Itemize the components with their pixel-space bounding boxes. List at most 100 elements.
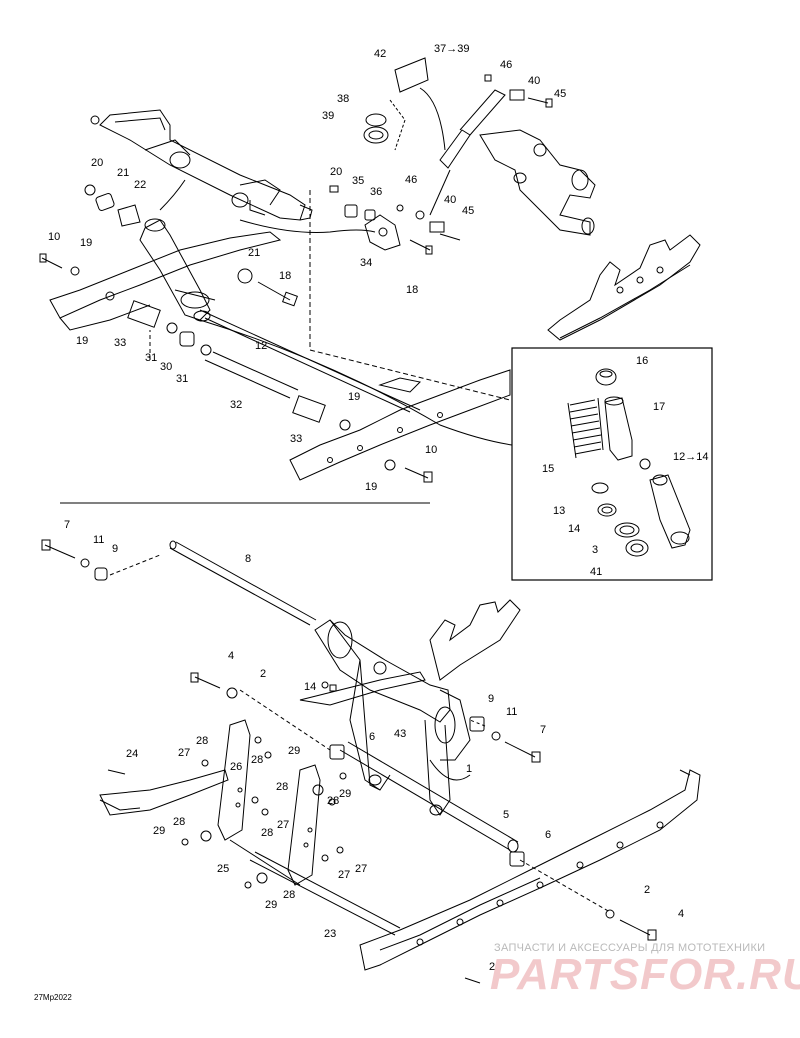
- callout-c28c: 28: [276, 781, 288, 793]
- callout-c1214: 12→14: [673, 451, 708, 463]
- ring-41: [625, 539, 649, 557]
- cap-16: [595, 368, 617, 386]
- callout-c27a: 27: [178, 747, 190, 759]
- ring-38: [365, 113, 387, 127]
- callout-c20a: 20: [91, 157, 103, 169]
- watermark-tagline: ЗАПЧАСТИ И АКСЕССУАРЫ ДЛЯ МОТОТЕХНИКИ: [494, 942, 766, 954]
- callout-c27b: 27: [277, 819, 289, 831]
- callout-c33a: 33: [114, 337, 126, 349]
- ring-39: [363, 126, 389, 144]
- callout-c14a: 14: [568, 523, 580, 535]
- callout-c24b: 24: [489, 961, 501, 973]
- callout-c6a: 6: [369, 731, 375, 743]
- callout-c10b: 10: [425, 444, 437, 456]
- tube-32: [204, 359, 291, 399]
- callout-c29c: 29: [153, 825, 165, 837]
- shock-absorber: [139, 219, 211, 321]
- callout-c27d: 27: [338, 869, 350, 881]
- callout-c4a: 4: [228, 650, 234, 662]
- bolt-4b: [619, 919, 651, 936]
- callout-c19d: 19: [365, 481, 377, 493]
- spacer-33a: [127, 300, 161, 328]
- inset-box: [511, 347, 713, 581]
- callout-c36: 36: [370, 186, 382, 198]
- idler-bracket: [479, 129, 596, 236]
- callout-c5: 5: [503, 809, 509, 821]
- callout-c10a: 10: [48, 231, 60, 243]
- shock-12-14: [649, 474, 691, 549]
- callout-c2b: 2: [644, 884, 650, 896]
- callout-c3: 3: [592, 544, 598, 556]
- boot-17: [604, 397, 633, 461]
- callout-c8: 8: [245, 553, 251, 565]
- callout-c32: 32: [230, 399, 242, 411]
- rail-center: [289, 369, 511, 481]
- crossbar-5: [339, 749, 511, 851]
- watermark-logo: PARTSFOR.RU: [490, 950, 800, 999]
- bracket-34: [364, 214, 401, 251]
- callout-c28g: 28: [283, 889, 295, 901]
- callout-c11b: 11: [506, 706, 517, 718]
- crossbar-23: [249, 859, 396, 936]
- callout-c40b: 40: [444, 194, 456, 206]
- callout-c20b: 20: [330, 166, 342, 178]
- callout-c33b: 33: [290, 433, 302, 445]
- callout-c17: 17: [653, 401, 665, 413]
- callout-c19b: 19: [76, 335, 88, 347]
- callout-c37: 37→39: [434, 43, 469, 55]
- spacer-33b: [292, 395, 326, 423]
- callout-c25: 25: [217, 863, 229, 875]
- callout-c29d: 29: [265, 899, 277, 911]
- callout-c31b: 31: [176, 373, 188, 385]
- callout-c28d: 28: [327, 795, 339, 807]
- top-assembly: [39, 57, 701, 483]
- link-26: [217, 719, 251, 841]
- link-25: [287, 764, 321, 886]
- callout-c2a: 2: [260, 668, 266, 680]
- callout-c23: 23: [324, 928, 336, 940]
- callout-c42: 42: [374, 48, 386, 60]
- callout-c28e: 28: [261, 827, 273, 839]
- callout-c35: 35: [352, 175, 364, 187]
- callout-c9b: 9: [488, 693, 494, 705]
- callout-c1: 1: [466, 763, 472, 775]
- bushing-6a: [329, 744, 345, 760]
- callout-c9a: 9: [112, 543, 118, 555]
- upper-arm: [99, 109, 306, 221]
- callout-c30: 30: [160, 361, 172, 373]
- callout-c12: 12: [255, 340, 267, 352]
- callout-c46a: 46: [500, 59, 512, 71]
- bolt-7b: [504, 741, 536, 758]
- callout-c26: 26: [230, 761, 242, 773]
- callout-c24a: 24: [126, 748, 138, 760]
- rail-left-lower: [49, 231, 282, 319]
- rail-bottom-main: [359, 769, 701, 971]
- callout-c45b: 45: [462, 205, 474, 217]
- callout-c29a: 29: [288, 745, 300, 757]
- callout-c13: 13: [553, 505, 565, 517]
- sleeve-42: [394, 57, 429, 93]
- seal-14: [597, 503, 617, 517]
- callout-c19c: 19: [348, 391, 360, 403]
- callout-c46b: 46: [405, 174, 417, 186]
- ring-13: [591, 482, 609, 494]
- callout-c18a: 18: [406, 284, 418, 296]
- nut-3: [614, 522, 640, 538]
- callout-c7a: 7: [64, 519, 70, 531]
- callout-c18b: 18: [279, 270, 291, 282]
- callout-c6b: 6: [545, 829, 551, 841]
- callout-c16: 16: [636, 355, 648, 367]
- bolt-4a: [194, 676, 221, 689]
- bottom-assembly: [41, 539, 701, 984]
- callout-c14b: 14: [304, 681, 316, 693]
- bushing-6b: [509, 851, 525, 867]
- callout-c11a: 11: [93, 534, 104, 546]
- callout-c22: 22: [134, 179, 146, 191]
- shaft-8: [169, 547, 311, 626]
- callout-c34: 34: [360, 257, 372, 269]
- callout-c28b: 28: [251, 754, 263, 766]
- callout-c29b: 29: [339, 788, 351, 800]
- callout-c45a: 45: [554, 88, 566, 100]
